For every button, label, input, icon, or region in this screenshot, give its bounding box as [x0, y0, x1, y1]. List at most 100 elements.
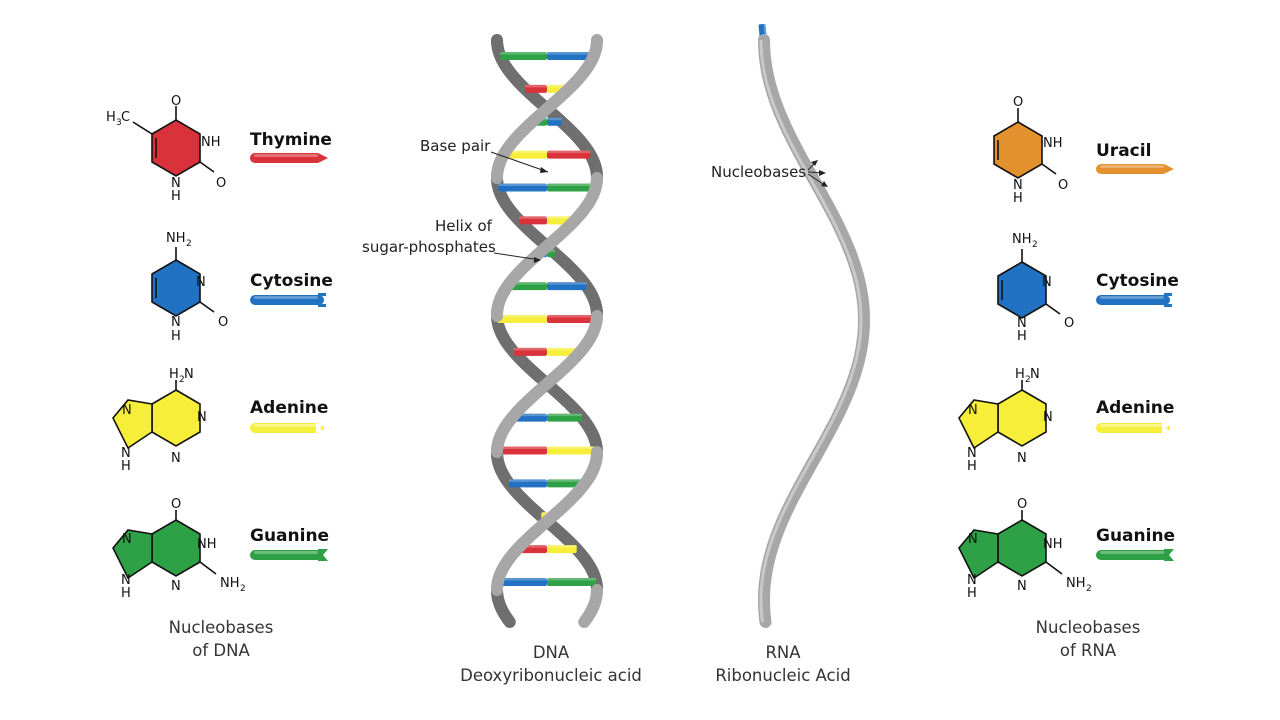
rna-adenine-atom-h2: H	[967, 459, 977, 474]
adenine-pill-icon	[250, 423, 326, 433]
dna-base-pair	[497, 446, 597, 455]
dna-nucleobases-caption-1: Nucleobases	[169, 618, 274, 637]
rna-cytosine-atom-n: N	[1042, 275, 1052, 290]
thymine-label: Thymine	[250, 130, 332, 150]
rna-adenine-atom-2: 2	[1025, 375, 1031, 385]
thymine-base-highlight	[547, 315, 597, 318]
rna-guanine-atom-n3: N	[967, 573, 977, 588]
dna-base-pair	[498, 183, 596, 192]
rna-backbone-highlight	[759, 40, 863, 623]
adenine-atom-n4: N	[121, 446, 131, 461]
adenine-base-highlight	[541, 512, 547, 515]
rna-nucleobases-caption-2: of RNA	[1060, 641, 1117, 660]
guanine-base-highlight	[547, 413, 582, 417]
dna-base-pair	[497, 578, 597, 586]
guanine-atom-n1: N	[171, 579, 181, 594]
dna-base-pair	[497, 315, 597, 323]
rna-cytosine-atom-nh: NH	[1012, 232, 1032, 247]
guanine-base-highlight	[507, 282, 547, 285]
cytosine-base-highlight	[498, 183, 547, 186]
helix-leader	[493, 252, 541, 261]
guanine-atom-o: O	[171, 497, 181, 512]
dna-double-helix	[491, 34, 603, 628]
adenine-base-highlight	[547, 84, 569, 88]
guanine-ring6	[151, 519, 201, 577]
adenine-base-highlight	[497, 315, 547, 318]
rna-guanine-atom-o: O	[1017, 497, 1027, 512]
dna-strand-a-segment	[578, 614, 592, 628]
rna-caption-2: Ribonucleic Acid	[715, 666, 850, 685]
cytosine-label: Cytosine	[250, 271, 333, 291]
guanine-base-highlight	[500, 52, 547, 55]
guanine-base-highlight	[547, 479, 586, 482]
uracil-ring	[993, 121, 1043, 179]
thymine-methyl-h: H	[106, 110, 116, 125]
base-pair-label: Base pair	[420, 137, 491, 155]
cytosine-atom-n: N	[196, 275, 206, 290]
dna-back-strand	[491, 34, 603, 628]
uracil-atom-o2: O	[1058, 178, 1068, 193]
rna-caption-1: RNA	[765, 643, 801, 662]
guanine-atom-nh2: NH	[220, 576, 240, 591]
cytosine-base-highlight	[547, 52, 594, 55]
uracil-atom-o1: O	[1013, 95, 1023, 110]
adenine-atom-n2: N	[171, 451, 181, 466]
adenine-atom-n1: N	[197, 410, 207, 425]
cytosine-base	[547, 117, 562, 126]
rna-backbone	[758, 34, 870, 628]
uracil-atom-nh: NH	[1043, 136, 1063, 151]
rna-guanine-molecule: O NH N N N H NH 2	[958, 497, 1092, 601]
thymine-base	[497, 446, 547, 455]
adenine-ring5	[112, 399, 153, 450]
adenine-atom-h2: H	[121, 459, 131, 474]
guanine-ring5	[112, 529, 153, 580]
adenine-base	[497, 315, 547, 323]
rna-cytosine-atom-2: 2	[1032, 240, 1038, 250]
cytosine-base-highlight	[512, 413, 547, 417]
uracil-label: Uracil	[1096, 141, 1151, 161]
guanine-atom-n2: N	[122, 532, 132, 547]
uracil-atom-n: N	[1013, 178, 1023, 193]
adenine-ring6	[151, 389, 201, 447]
dna-base-pairs	[497, 52, 597, 586]
thymine-base-highlight	[525, 84, 547, 88]
adenine-atom-n: N	[184, 367, 194, 382]
dna-caption-2: Deoxyribonucleic acid	[460, 666, 642, 685]
thymine-atom-o1: O	[171, 94, 181, 109]
annotations: Base pair Helix of sugar-phosphates Nucl…	[362, 137, 828, 263]
thymine-base	[519, 216, 547, 225]
rna-adenine-label: Adenine	[1096, 398, 1174, 418]
adenine-base-highlight	[547, 446, 597, 449]
rna-guanine-atom-nh: NH	[1043, 537, 1063, 552]
thymine-methyl-c: C	[121, 110, 130, 125]
rna-cytosine-atom-n2: N	[1017, 316, 1027, 331]
cytosine-base	[547, 282, 587, 291]
cytosine-base-highlight	[547, 282, 587, 285]
adenine-atom-n3: N	[122, 403, 132, 418]
adenine-base	[503, 150, 547, 159]
rna-adenine-atom-n4: N	[967, 446, 977, 461]
adenine-label: Adenine	[250, 398, 328, 418]
thymine-base	[547, 150, 591, 159]
guanine-base	[547, 413, 582, 422]
cytosine-base	[547, 52, 594, 60]
rna-adenine-atom-n2: N	[1017, 451, 1027, 466]
rna-guanine-atom-n1: N	[1017, 579, 1027, 594]
adenine-atom-h: H	[169, 367, 179, 382]
dna-base-pair	[508, 479, 586, 488]
rna-guanine-atom-h: H	[967, 586, 977, 601]
rna-cytosine-molecule: NH 2 N O N H	[997, 232, 1074, 344]
uracil-atom-h: H	[1013, 191, 1023, 206]
thymine-ring	[151, 119, 201, 177]
rna-backbone-path	[758, 34, 870, 628]
cytosine-atom-nh: NH	[166, 231, 186, 246]
dna-base-pair	[507, 282, 587, 291]
cytosine-atom-o: O	[218, 315, 228, 330]
rna-guanine-atom-2: 2	[1086, 584, 1092, 594]
rna-cytosine-atom-o: O	[1064, 316, 1074, 331]
adenine-atom-2: 2	[179, 375, 185, 385]
cytosine-atom-2: 2	[186, 239, 192, 249]
rna-adenine-atom-n1: N	[1043, 410, 1053, 425]
guanine-pill-icon	[250, 549, 328, 561]
